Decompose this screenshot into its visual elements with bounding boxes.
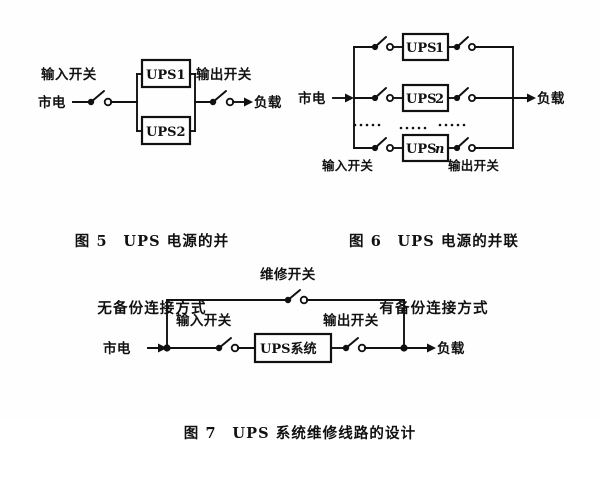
figure-7-caption-line1: 图 7 UPS 系统维修线路的设计: [183, 424, 417, 442]
figure-6-schematic: UPS 1 UPS 2: [298, 32, 565, 173]
figure-sheet: UPS1 UPS2 市电 输入开关 输出开关 负载: [28, 32, 568, 442]
fig6-output-switch-n-blade-icon: [456, 137, 469, 149]
fig6-mains-arrow-icon: [345, 93, 354, 103]
figure-5-caption-line2: 无备份连接方式: [97, 300, 207, 318]
fig7-output-switch-label: 输出开关: [323, 312, 379, 329]
ups2-label: UPS2: [146, 125, 186, 140]
fig6-ups1-box: [401, 32, 450, 62]
fig5-input-switch-label: 输入开关: [41, 66, 97, 83]
figure-5-caption: 图 5 UPS 电源的并 无备份连接方式: [28, 186, 276, 366]
fig6-ups2-label: UPS: [406, 92, 437, 107]
fig6-output-switch-label: 输出开关: [448, 158, 499, 173]
fig7-load-label: 负载: [437, 340, 465, 357]
fig6-ellipsis-right: [438, 123, 466, 127]
fig6-ellipsis-middle: [399, 126, 427, 130]
fig7-load-arrow-icon: [427, 343, 436, 353]
ups1-label: UPS1: [146, 68, 186, 83]
fig5-output-switch-label: 输出开关: [196, 66, 252, 83]
fig7-output-switch-blade-icon: [345, 337, 359, 349]
fig7-maintenance-switch-label: 维修开关: [260, 266, 316, 283]
figure-6-caption: 图 6 UPS 电源的并联 有备份连接方式: [300, 186, 568, 366]
fig6-upsn-index: n: [435, 142, 444, 157]
fig6-input-switch-n-blade-icon: [374, 137, 387, 149]
fig6-source-label: 市电: [298, 90, 326, 107]
figure-6-caption-line2: 有备份连接方式: [379, 300, 489, 318]
fig6-load-label: 负载: [537, 90, 565, 107]
fig7-ups-system-label: UPS系统: [260, 341, 317, 357]
schematic-canvas: UPS1 UPS2 市电 输入开关 输出开关 负载: [38, 32, 565, 364]
fig6-input-switch-1-blade-icon: [374, 36, 387, 48]
fig7-input-switch-blade-icon: [218, 337, 232, 349]
figure-7-caption: 图 7 UPS 系统维修线路的设计: [120, 378, 480, 490]
fig5-source-label: 市电: [38, 94, 66, 111]
fig6-ups1-label: UPS: [406, 41, 437, 56]
fig6-upsn-box: [401, 133, 450, 163]
input-switch-blade-icon: [90, 90, 105, 103]
fig6-input-switch-2-blade-icon: [374, 87, 387, 99]
fig6-output-switch-2-blade-icon: [456, 87, 469, 99]
fig7-source-label: 市电: [103, 340, 131, 357]
figure-5-schematic: UPS1 UPS2 市电 输入开关 输出开关 负载: [38, 58, 282, 146]
fig6-output-switch-1-blade-icon: [456, 36, 469, 48]
figure-6-caption-line1: 图 6 UPS 电源的并联: [348, 232, 519, 250]
load-arrow-icon: [244, 97, 253, 107]
fig5-load-label: 负载: [254, 94, 282, 111]
figure-7-schematic: UPS系统 市电 负载 维修开关 输入开关 输出开关: [103, 266, 465, 364]
fig7-maintenance-switch-blade-icon: [287, 289, 301, 301]
fig7-mains-arrow-icon: [158, 343, 167, 353]
output-switch-blade-icon: [212, 90, 227, 103]
fig6-ups1-index: 1: [435, 41, 444, 56]
fig6-ellipsis-left: [353, 123, 381, 127]
fig6-upsn-label: UPS: [406, 142, 437, 157]
fig6-ups2-index: 2: [435, 92, 444, 107]
fig7-ups-system-box: [253, 332, 333, 364]
fig6-load-arrow-icon: [527, 93, 536, 103]
ups1-box: [140, 58, 192, 89]
fig6-input-switch-label: 输入开关: [322, 158, 373, 173]
figure-5-caption-line1: 图 5 UPS 电源的并: [74, 232, 230, 250]
fig7-input-switch-label: 输入开关: [176, 312, 232, 329]
